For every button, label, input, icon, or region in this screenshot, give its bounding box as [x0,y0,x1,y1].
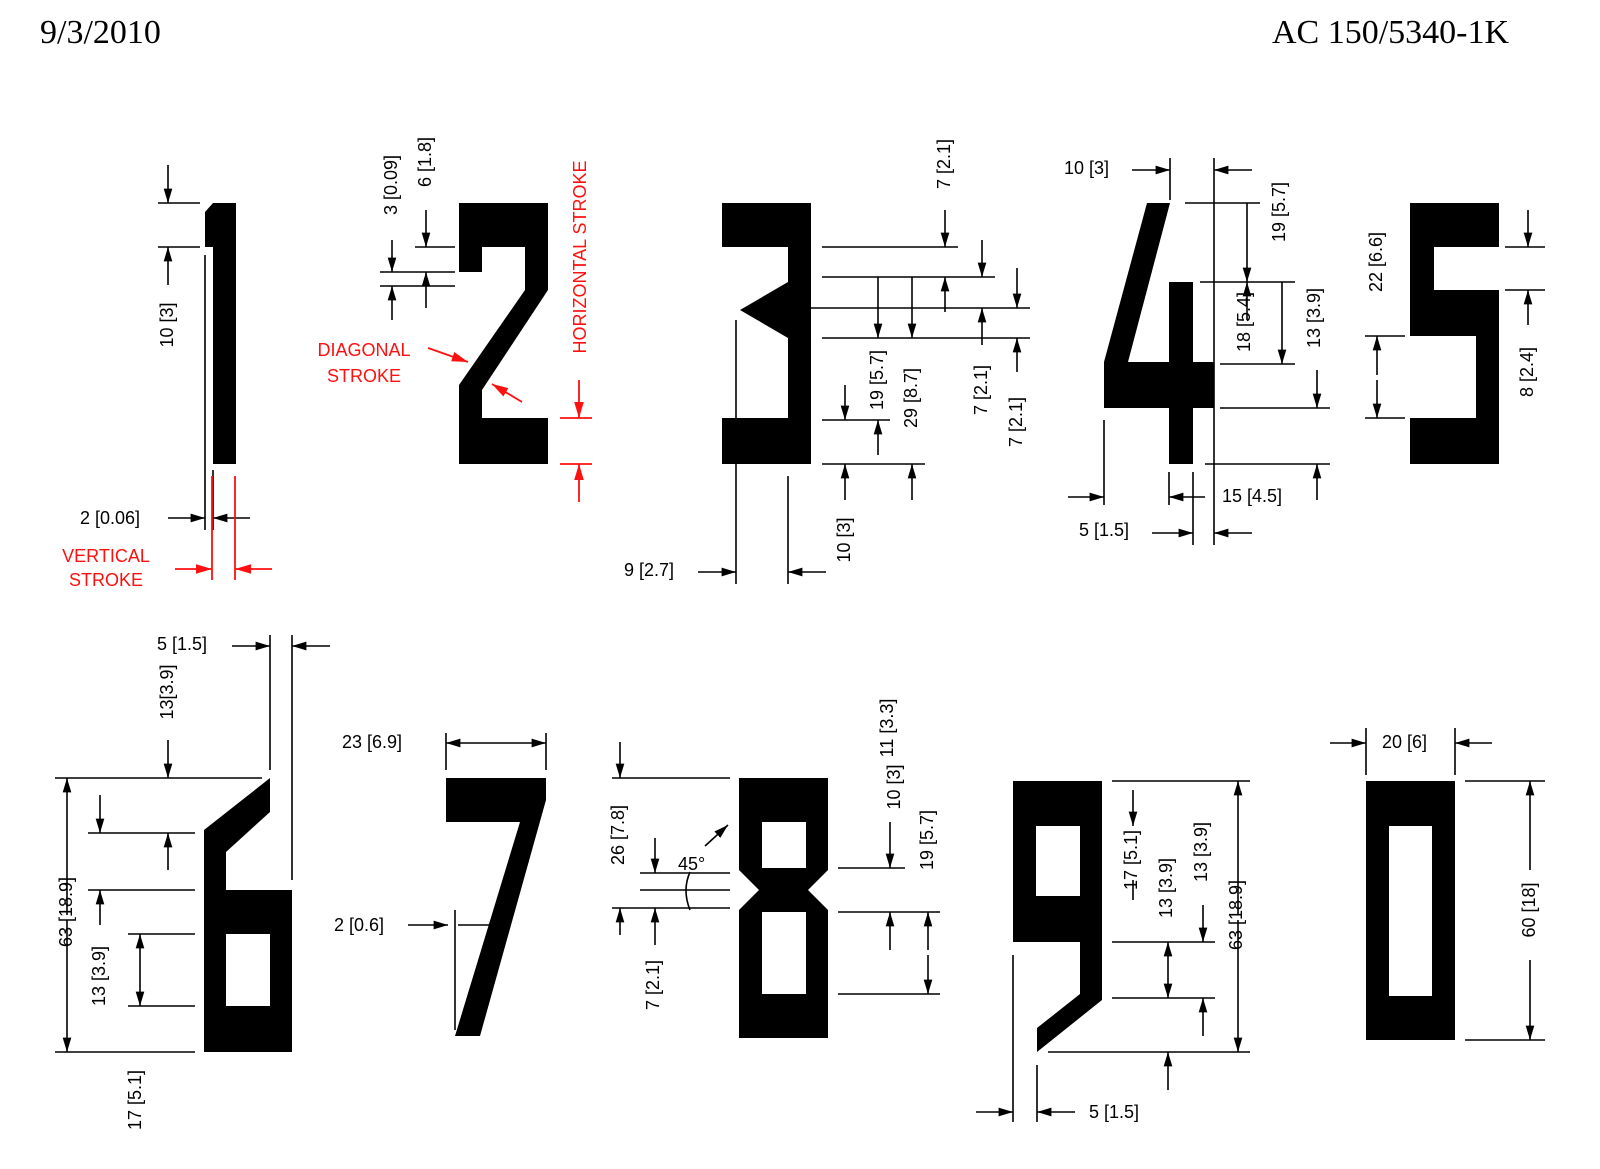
label-eight-e: 11 [3.3] [877,699,897,758]
digit-one-shape [205,203,236,464]
label-three-f: 10 [3] [834,517,854,562]
digit-five: 22 [6.6] 8 [2.4] [1365,203,1545,464]
digit-six: 5 [1.5] 13[3.9] 63 [18.9] 13 [3.9] 17 [5… [55,634,330,1130]
label-nine-e: 5 [1.5] [1089,1102,1139,1122]
label-two-b: 6 [1.8] [415,137,435,187]
digit-four-shape [1104,203,1214,464]
digit-nine-shape [1013,781,1102,1052]
label-five-a: 22 [6.6] [1366,232,1386,292]
digit-seven: 23 [6.9] 2 [0.6] [334,732,547,1036]
label-three-a: 7 [2.1] [934,139,954,189]
label-six-b: 13[3.9] [157,664,177,719]
digit-three: 7 [2.1] 19 [5.7] 29 [8.7] 7 [2.1] 7 [2.1… [624,139,1030,584]
label-seven-a: 23 [6.9] [342,732,402,752]
label-four-a: 10 [3] [1064,158,1109,178]
label-zero-b: 60 [18] [1519,882,1539,937]
label-eight-b: 45° [678,854,705,874]
label-nine-c: 13 [3.9] [1191,822,1211,882]
digit-eight-shape [739,778,828,1038]
label-seven-b: 2 [0.6] [334,915,384,935]
digit-four: 10 [3] 19 [5.7] 18 [5.4] 13 [3.9] 15 [4.… [1064,158,1330,545]
label-six-e: 17 [5.1] [125,1070,145,1130]
label-five-b: 8 [2.4] [1517,347,1537,397]
label-four-b: 19 [5.7] [1269,182,1289,242]
digit-three-shape [722,203,811,464]
label-six-d: 13 [3.9] [89,946,109,1006]
digit-seven-shape [446,778,546,1036]
label-zero-a: 20 [6] [1382,732,1427,752]
label-four-c: 18 [5.4] [1234,292,1254,352]
label-four-f: 5 [1.5] [1079,520,1129,540]
label-nine-d: 63 [18.9] [1226,880,1246,950]
label-horizontal-stroke: HORIZONTAL STROKE [570,160,590,353]
label-two-a: 3 [0.09] [381,155,401,215]
label-three-c: 29 [8.7] [901,368,921,428]
label-eight-c: 7 [2.1] [643,960,663,1010]
label-six-c: 63 [18.9] [56,877,76,947]
digit-zero: 20 [6] 60 [18] [1330,728,1545,1041]
label-eight-a: 26 [7.8] [608,805,628,865]
digit-five-shape [1410,203,1499,464]
label-three-g: 9 [2.7] [624,560,674,580]
label-nine-b: 13 [3.9] [1156,858,1176,918]
label-four-e: 15 [4.5] [1222,486,1282,506]
label-eight-f: 19 [5.7] [917,810,937,870]
digit-nine: 17 [5.1] 13 [3.9] 13 [3.9] 63 [18.9] 5 [… [976,780,1250,1122]
label-three-b: 19 [5.7] [867,350,887,410]
label-eight-d: 10 [3] [884,764,904,809]
digit-eight: 26 [7.8] 45° 7 [2.1] 10 [3] 11 [3.3] 19 … [608,699,940,1038]
label-one-width: 2 [0.06] [80,508,140,528]
header-date: 9/3/2010 [40,14,161,51]
digit-two-shape [459,203,548,464]
label-one-top-height: 10 [3] [157,302,177,347]
header-doc-id: AC 150/5340-1K [1272,14,1510,51]
label-four-d: 13 [3.9] [1304,288,1324,348]
label-three-e: 7 [2.1] [1006,397,1026,447]
digit-zero-shape [1366,781,1455,1040]
label-nine-a: 17 [5.1] [1121,830,1141,890]
label-three-d: 7 [2.1] [971,365,991,415]
label-six-a: 5 [1.5] [157,634,207,654]
digit-six-shape [204,778,292,1052]
